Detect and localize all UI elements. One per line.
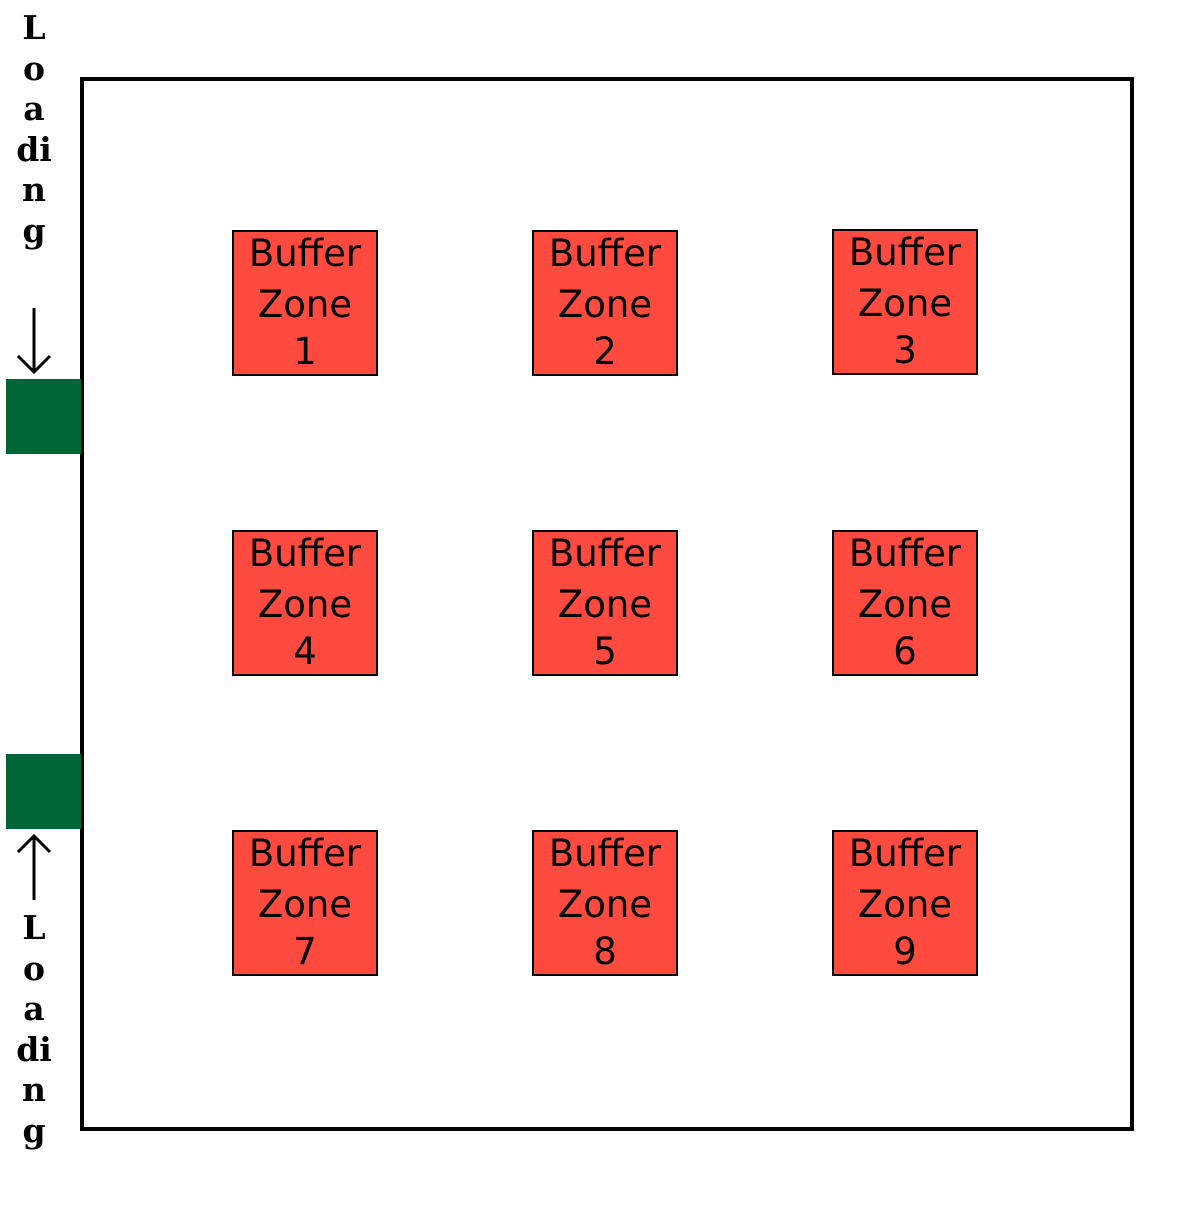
buffer-zone-4: Buffer Zone 4 [232,530,378,676]
zone-title: Buffer [548,232,662,275]
zone-title: Buffer [248,832,362,875]
loading-label-bottom: Loading [16,908,52,1150]
zone-subtitle: Zone [857,282,953,325]
zone-number: 1 [293,330,317,373]
zone-subtitle: Zone [257,583,353,626]
down-arrow-icon [16,308,52,375]
zone-number: 5 [593,630,617,673]
zone-title: Buffer [248,232,362,275]
zone-subtitle: Zone [257,283,353,326]
buffer-zone-5: Buffer Zone 5 [532,530,678,676]
zone-number: 4 [293,630,317,673]
zone-title: Buffer [248,532,362,575]
up-arrow-icon [16,833,52,900]
loading-dock-bottom [6,754,81,829]
loading-label-top: Loading [16,8,52,250]
zone-title: Buffer [548,532,662,575]
buffer-zone-8: Buffer Zone 8 [532,830,678,976]
zone-number: 3 [893,329,917,372]
warehouse-floor [80,77,1134,1131]
zone-number: 9 [893,930,917,973]
zone-subtitle: Zone [857,583,953,626]
zone-subtitle: Zone [557,583,653,626]
buffer-zone-6: Buffer Zone 6 [832,530,978,676]
buffer-zone-3: Buffer Zone 3 [832,229,978,375]
zone-subtitle: Zone [557,283,653,326]
zone-number: 2 [593,330,617,373]
zone-number: 6 [893,630,917,673]
buffer-zone-1: Buffer Zone 1 [232,230,378,376]
zone-title: Buffer [848,532,962,575]
buffer-zone-9: Buffer Zone 9 [832,830,978,976]
loading-dock-top [6,379,81,454]
zone-title: Buffer [848,231,962,274]
zone-title: Buffer [848,832,962,875]
zone-number: 8 [593,930,617,973]
zone-subtitle: Zone [557,883,653,926]
buffer-zone-2: Buffer Zone 2 [532,230,678,376]
zone-title: Buffer [548,832,662,875]
zone-subtitle: Zone [257,883,353,926]
zone-subtitle: Zone [857,883,953,926]
buffer-zone-7: Buffer Zone 7 [232,830,378,976]
zone-number: 7 [293,930,317,973]
